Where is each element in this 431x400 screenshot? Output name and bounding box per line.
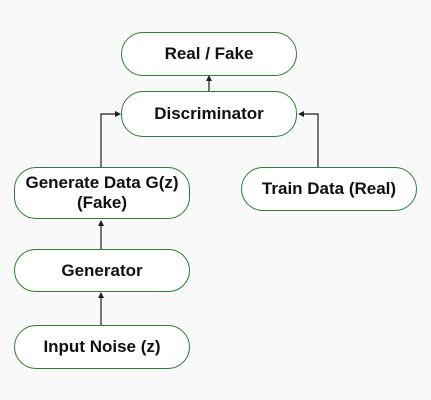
real-fake-label: Real / Fake: [164, 44, 254, 63]
generated-data-node: Generate Data G(z) (Fake): [14, 167, 190, 219]
generated-data-label: Generate Data G(z) (Fake): [25, 173, 179, 212]
generator-label: Generator: [61, 260, 143, 280]
arrow-train-data-to-discriminator: [301, 113, 319, 167]
train-data-label: Train Data (Real): [261, 179, 397, 198]
arrowhead-discriminator-left: [115, 111, 121, 117]
input-noise-node: Input Noise (z): [14, 325, 190, 369]
arrowhead-generated-data: [98, 220, 104, 226]
discriminator-label: Discriminator: [154, 104, 264, 123]
real-fake-node: Real / Fake: [121, 32, 297, 76]
discriminator-node: Discriminator: [121, 91, 297, 137]
arrowhead-generator: [98, 292, 104, 298]
arrowhead-real-fake: [206, 75, 212, 81]
arrowhead-discriminator-right: [298, 111, 304, 117]
input-noise-label: Input Noise (z): [43, 337, 161, 356]
generator-node: Generator: [14, 249, 190, 292]
arrow-generated-data-to-discriminator: [100, 113, 118, 167]
train-data-node: Train Data (Real): [241, 167, 417, 211]
